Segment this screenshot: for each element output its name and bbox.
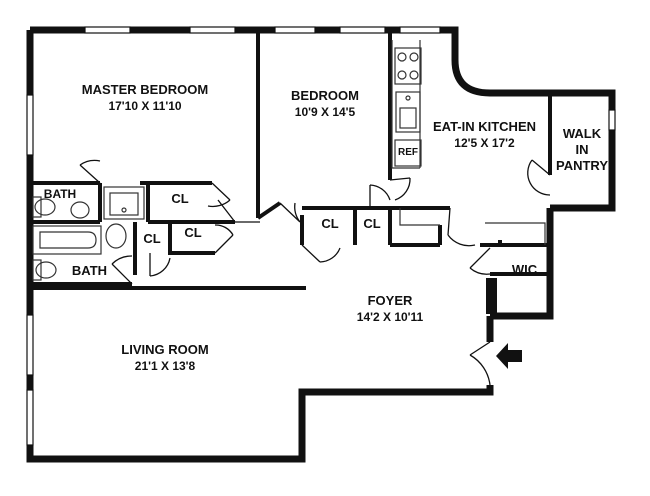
living-room-name: LIVING ROOM (121, 342, 209, 357)
living-room-dims: 21'1 X 13'8 (134, 359, 196, 373)
ref-text: REF (398, 147, 418, 158)
closet-text-2: CL (143, 231, 161, 246)
closet-label-3: CL (176, 225, 210, 241)
closet-label-5: CL (356, 216, 388, 232)
closet-text-4: CL (321, 216, 339, 231)
wall-stub (486, 278, 497, 314)
kitchen-name: EAT-IN KITCHEN (432, 119, 537, 134)
foyer-dims: 14'2 X 10'11 (356, 310, 424, 324)
master-bedroom-label: MASTER BEDROOM 17'10 X 11'10 (60, 82, 230, 114)
bedroom-dims: 10'9 X 14'5 (294, 105, 356, 119)
closet-text-1: CL (171, 191, 189, 206)
doors (79, 159, 551, 386)
bath-upper-label: BATH (40, 187, 80, 201)
foyer-name: FOYER (367, 293, 413, 308)
windows (26, 26, 616, 446)
refrigerator (394, 139, 422, 167)
bedroom-label: BEDROOM 10'9 X 14'5 (270, 88, 380, 120)
ref-label: REF (395, 147, 421, 159)
pantry-line2: IN (575, 142, 589, 157)
bedroom-name: BEDROOM (291, 88, 359, 103)
kitchen-dims: 12'5 X 17'2 (454, 136, 515, 150)
kitchen-label: EAT-IN KITCHEN 12'5 X 17'2 (422, 119, 547, 151)
closet-label-4: CL (312, 216, 348, 232)
entry-arrow-icon (496, 343, 522, 369)
interior-walls (30, 30, 552, 290)
foyer-label: FOYER 14'2 X 10'11 (325, 293, 455, 325)
lower-bath-fixtures (32, 223, 127, 281)
pantry-line3: PANTRY (556, 158, 608, 173)
master-bedroom-dims: 17'10 X 11'10 (108, 99, 182, 113)
closet-text-5: CL (363, 216, 381, 231)
bath-lower-label: BATH (62, 263, 117, 279)
upper-bath-fixtures (32, 186, 145, 220)
wic-label: WIC (502, 262, 547, 278)
stove (394, 47, 422, 85)
bath-upper-text: BATH (43, 187, 77, 201)
closet-label-2: CL (137, 231, 167, 247)
wic-text: WIC (511, 262, 538, 277)
closet-label-1: CL (162, 191, 198, 207)
closet-text-3: CL (184, 225, 202, 240)
living-room-label: LIVING ROOM 21'1 X 13'8 (100, 342, 230, 374)
kitchen-sink (395, 91, 421, 133)
master-bedroom-name: MASTER BEDROOM (81, 82, 209, 97)
pantry-line1: WALK (562, 126, 602, 141)
pantry-label: WALK IN PANTRY (553, 126, 611, 174)
bath-lower-text: BATH (71, 263, 108, 278)
